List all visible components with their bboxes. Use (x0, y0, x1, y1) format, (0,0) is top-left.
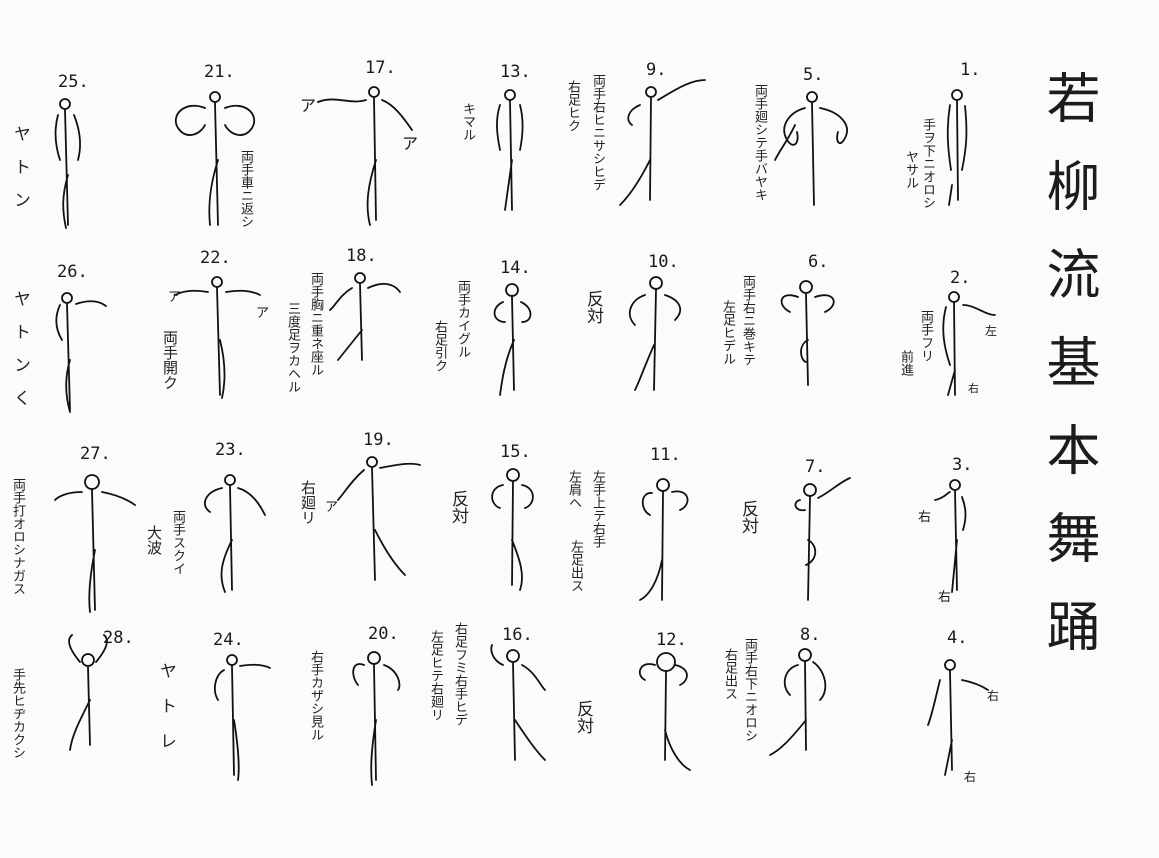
figure-2 (943, 292, 995, 395)
figure-16 (491, 645, 545, 760)
figure-8 (770, 649, 825, 755)
figure-22 (175, 277, 260, 398)
figure-20 (353, 652, 399, 785)
figure-12 (640, 653, 690, 770)
figure-9 (620, 80, 705, 205)
figure-13 (497, 90, 523, 210)
figure-7 (795, 478, 850, 600)
figure-6 (782, 281, 834, 385)
figure-15 (492, 469, 533, 590)
figure-1 (948, 90, 967, 205)
figure-23 (205, 475, 265, 592)
figure-18 (330, 273, 400, 360)
figure-5 (775, 92, 847, 205)
figure-10 (630, 277, 680, 390)
figure-19 (338, 457, 420, 580)
figure-14 (495, 284, 531, 395)
figure-11 (640, 479, 688, 600)
figure-25 (56, 99, 81, 228)
figure-17 (318, 87, 412, 225)
figure-24 (215, 655, 270, 780)
figure-21 (176, 92, 254, 225)
figure-27 (55, 475, 135, 612)
figure-26 (56, 293, 106, 412)
figure-28 (69, 635, 107, 750)
figure-3 (935, 480, 966, 592)
figure-4 (928, 660, 988, 775)
